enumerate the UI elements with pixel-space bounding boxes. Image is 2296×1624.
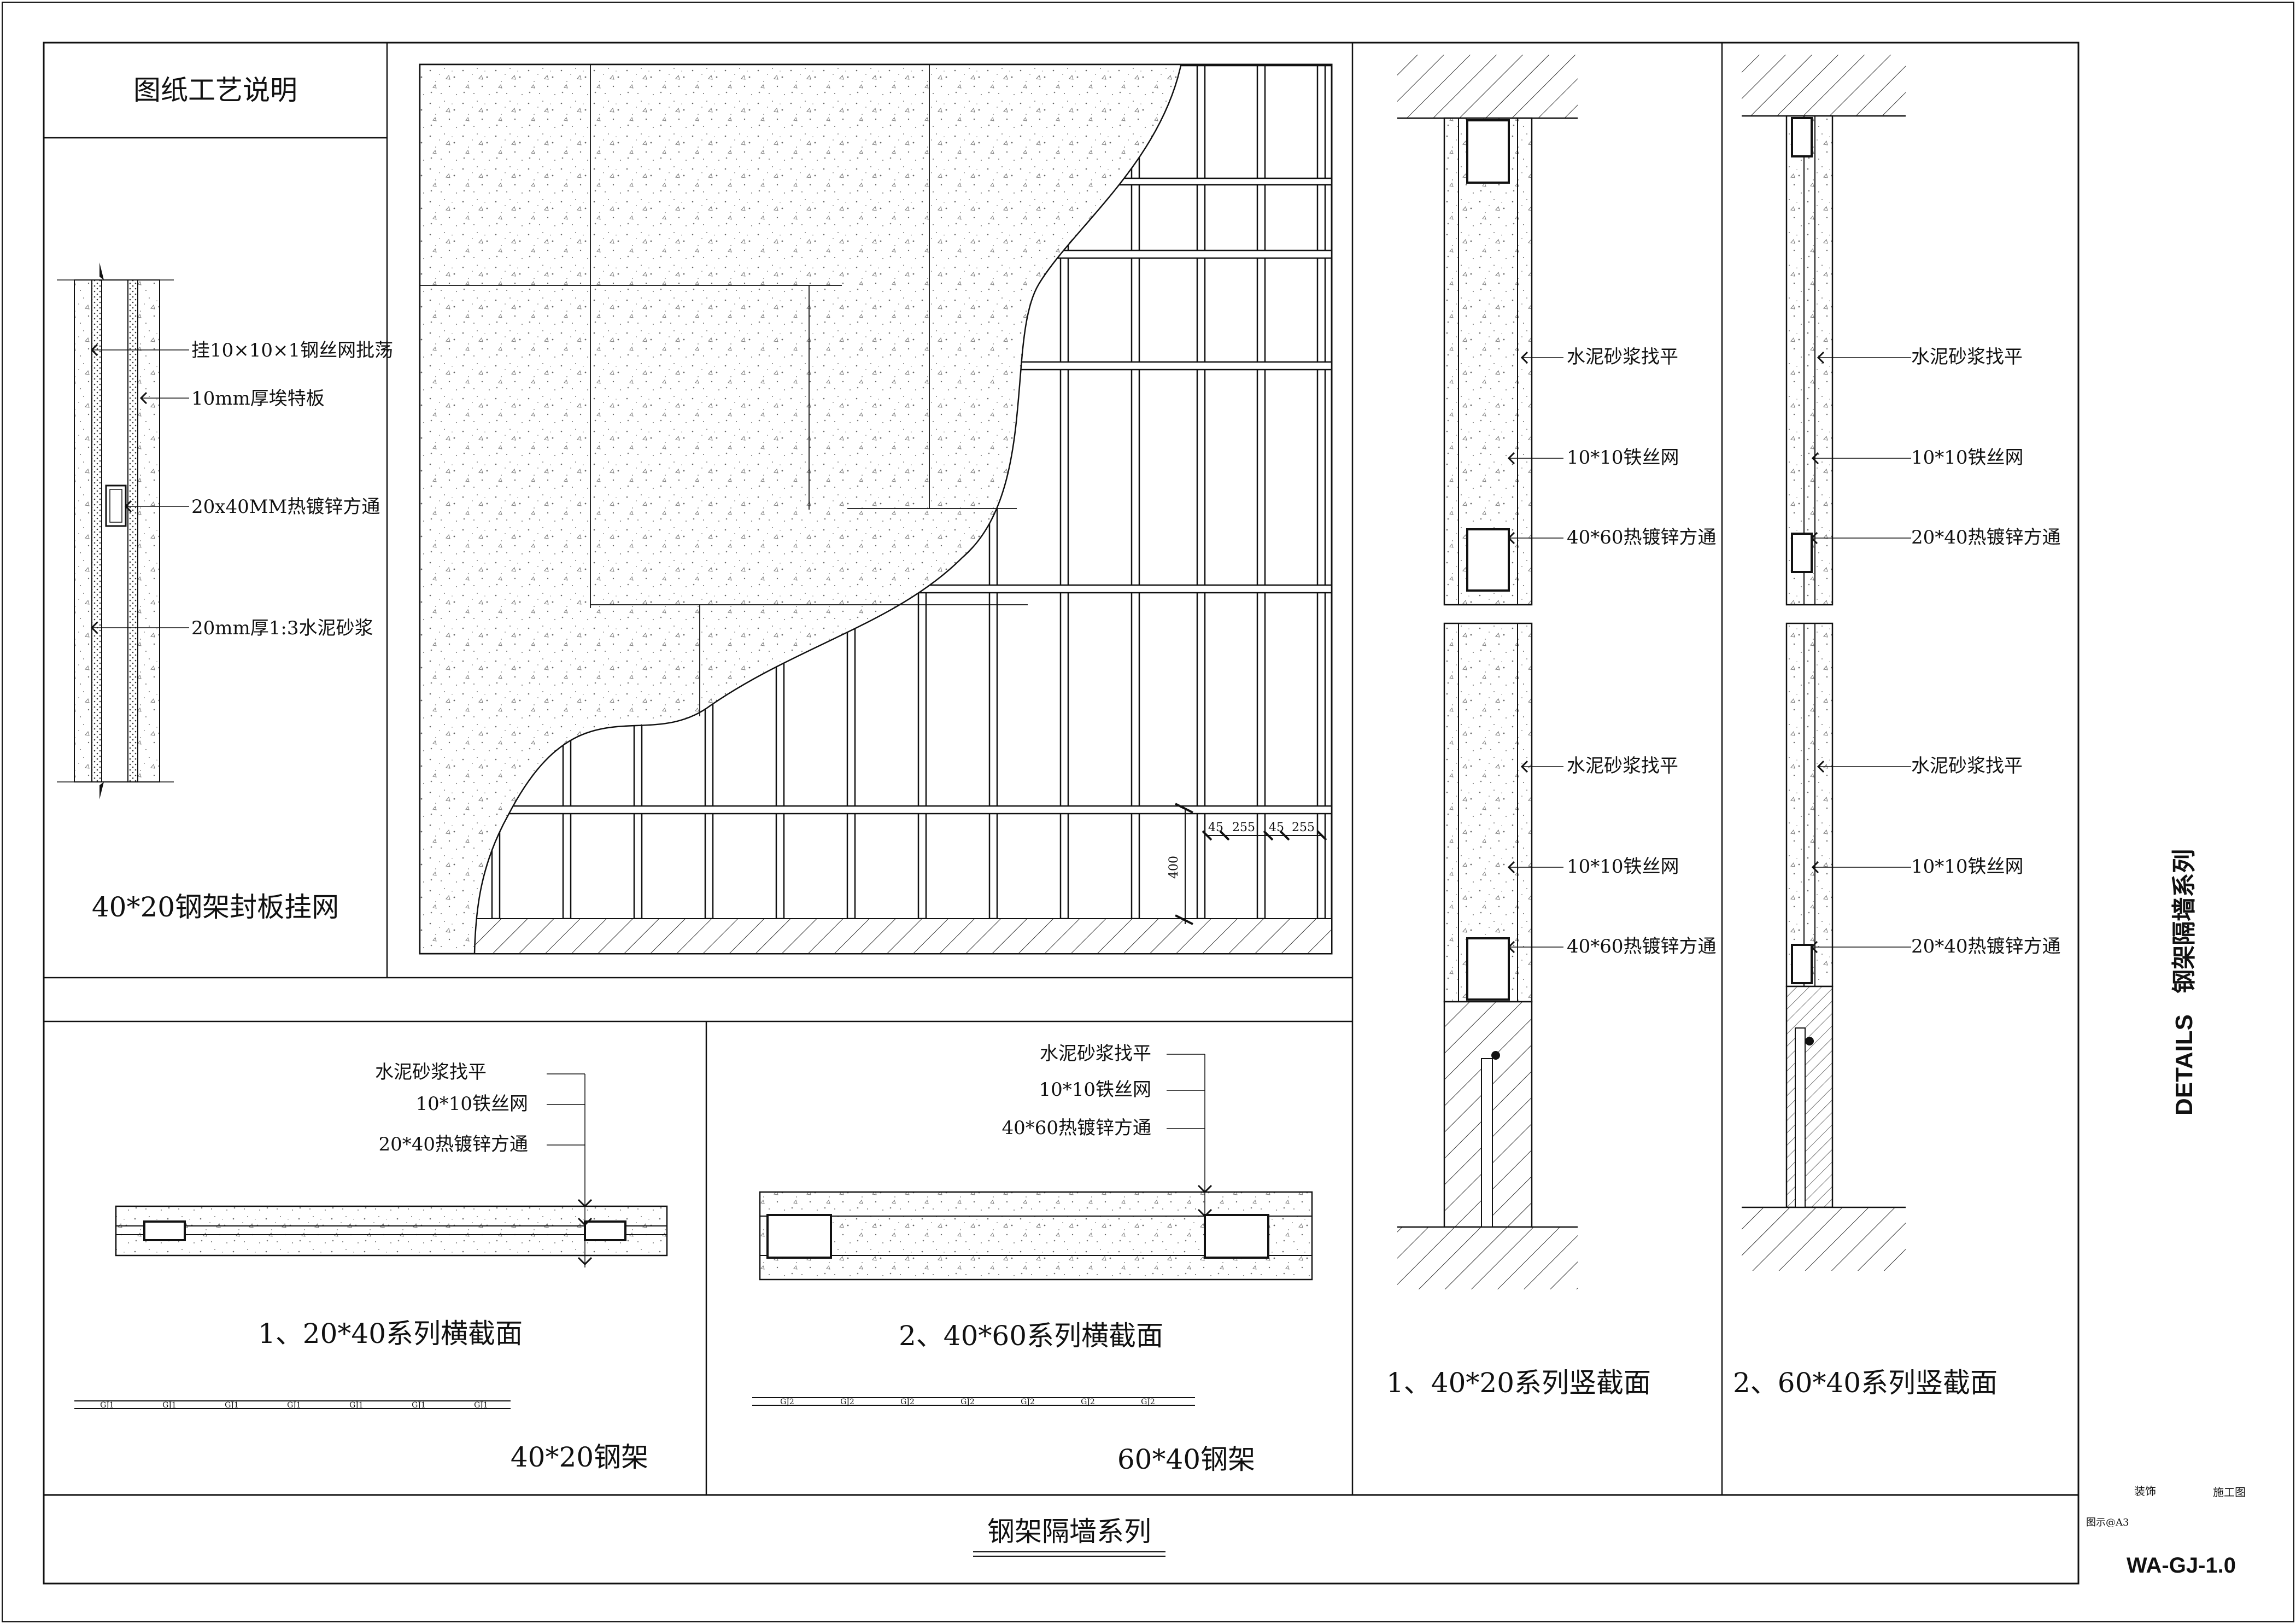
frame-code: GJ1 <box>100 1401 114 1410</box>
frame-code: GJ1 <box>349 1401 364 1410</box>
section-h2: 水泥砂浆找平 10*10铁丝网 40*60热镀锌方通 2、40*60系列横截面 … <box>752 1043 1313 1475</box>
detail-a-panel: 挂10×10×1钢丝网批荡 10mm厚埃特板 20x40MM热镀锌方通 20mm… <box>57 262 393 923</box>
tb-scale: 图示@A3 <box>2086 1517 2129 1528</box>
h2-frame-caption: 60*40钢架 <box>1117 1444 1255 1475</box>
frame-code: GJ1 <box>162 1401 177 1410</box>
h2-label-0: 水泥砂浆找平 <box>1040 1043 1151 1065</box>
v1-lower-label-1: 10*10铁丝网 <box>1567 856 1679 878</box>
dim-spacing-a: 255 <box>1232 821 1255 834</box>
title-block: DETAILS 钢架隔墙系列 装饰 施工图 图示@A3 WA-GJ-1.0 <box>2086 849 2246 1578</box>
h1-label-1: 10*10铁丝网 <box>415 1093 528 1115</box>
v1-upper-label-2: 40*60热镀锌方通 <box>1567 527 1717 548</box>
v2-upper-label-1: 10*10铁丝网 <box>1911 447 2024 469</box>
dim-gap-b: 45 <box>1269 821 1284 834</box>
dimension-marks <box>1175 803 1327 925</box>
frame-codes-gj1: GJ1 GJ1 GJ1 GJ1 GJ1 GJ1 GJ1 <box>100 1401 488 1410</box>
tb-vertical-cn: 钢架隔墙系列 <box>2171 849 2198 994</box>
frame-stud <box>1131 65 1140 920</box>
notes-header: 图纸工艺说明 <box>133 74 297 106</box>
v2-upper-label-2: 20*40热镀锌方通 <box>1911 527 2061 548</box>
frame-code: GJ2 <box>780 1398 794 1406</box>
base-slab <box>474 918 1332 954</box>
title-block-vertical: DETAILS 钢架隔墙系列 <box>2171 849 2198 1115</box>
tb-field-b: 施工图 <box>2213 1486 2246 1499</box>
h1-label-2: 20*40热镀锌方通 <box>378 1134 528 1155</box>
h2-label-2: 40*60热镀锌方通 <box>1001 1117 1151 1139</box>
detail-a-label-board: 10mm厚埃特板 <box>191 388 325 410</box>
section-v2: 水泥砂浆找平 10*10铁丝网 20*40热镀锌方通 水泥砂浆找平 10*10铁… <box>1733 55 2061 1399</box>
wall-elevation: 400 45 255 45 255 <box>419 63 1333 955</box>
tb-drawing-no: WA-GJ-1.0 <box>2127 1553 2236 1578</box>
frame-code: GJ1 <box>225 1401 239 1410</box>
v1-caption: 1、40*20系列竖截面 <box>1386 1367 1651 1399</box>
frame-stud <box>1316 65 1326 920</box>
v2-caption: 2、60*40系列竖截面 <box>1733 1367 1998 1399</box>
frame-code: GJ2 <box>960 1398 975 1406</box>
v2-upper-label-0: 水泥砂浆找平 <box>1911 346 2023 368</box>
frame-code: GJ1 <box>287 1401 301 1410</box>
frame-code: GJ1 <box>474 1401 488 1410</box>
dim-gap-a: 45 <box>1208 821 1223 834</box>
v1-upper-label-1: 10*10铁丝网 <box>1567 447 1679 469</box>
section-h1: 水泥砂浆找平 10*10铁丝网 20*40热镀锌方通 1、20*40系列横截面 … <box>74 1061 668 1473</box>
tb-vertical-en: DETAILS <box>2171 1014 2198 1115</box>
frame-code: GJ2 <box>1141 1398 1155 1406</box>
frame-codes-gj2: GJ2 GJ2 GJ2 GJ2 GJ2 GJ2 GJ2 <box>780 1398 1155 1406</box>
v1-lower-label-2: 40*60热镀锌方通 <box>1567 936 1717 957</box>
sheet-title: 钢架隔墙系列 <box>987 1516 1151 1547</box>
v2-lower-label-0: 水泥砂浆找平 <box>1911 755 2023 777</box>
v1-lower-label-0: 水泥砂浆找平 <box>1567 755 1678 777</box>
frame-code: GJ2 <box>1021 1398 1035 1406</box>
section-v1: 水泥砂浆找平 10*10铁丝网 40*60热镀锌方通 水泥砂浆找平 10*10铁… <box>1386 55 1717 1399</box>
board-joints <box>420 65 1028 716</box>
tb-field-a: 装饰 <box>2134 1485 2156 1498</box>
detail-a-label-mesh: 挂10×10×1钢丝网批荡 <box>191 340 393 361</box>
detail-a-label-mortar: 20mm厚1:3水泥砂浆 <box>191 617 373 639</box>
render-coat <box>420 65 1332 954</box>
detail-a-caption: 40*20钢架封板挂网 <box>92 891 339 923</box>
detail-a-label-tube: 20x40MM热镀锌方通 <box>191 496 380 518</box>
frame-code: GJ2 <box>840 1398 854 1406</box>
frame-stud <box>1256 65 1266 920</box>
v1-upper-label-0: 水泥砂浆找平 <box>1567 346 1678 368</box>
h2-caption: 2、40*60系列横截面 <box>899 1320 1163 1352</box>
h2-label-1: 10*10铁丝网 <box>1039 1079 1151 1101</box>
frame-code: GJ1 <box>412 1401 426 1410</box>
h1-label-0: 水泥砂浆找平 <box>375 1061 487 1083</box>
dim-height: 400 <box>1167 856 1181 879</box>
v2-lower-label-1: 10*10铁丝网 <box>1911 856 2024 878</box>
h1-frame-caption: 40*20钢架 <box>511 1441 648 1473</box>
frame-code: GJ2 <box>1081 1398 1095 1406</box>
frame-code: GJ2 <box>900 1398 915 1406</box>
dim-spacing-b: 255 <box>1292 821 1315 834</box>
frame-stud <box>1196 65 1206 920</box>
h1-caption: 1、20*40系列横截面 <box>258 1318 523 1350</box>
v2-lower-label-2: 20*40热镀锌方通 <box>1911 936 2061 957</box>
